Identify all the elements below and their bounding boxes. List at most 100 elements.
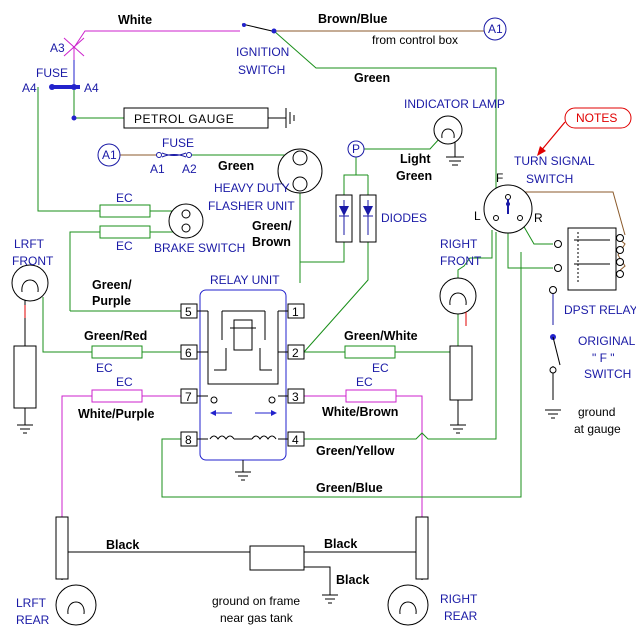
label-ground-frame: ground on frame	[212, 594, 300, 608]
terminal-1: 1	[292, 305, 299, 319]
wire-green-purple	[69, 231, 100, 311]
label-black-left: Black	[106, 538, 139, 552]
label-black-down: Black	[336, 573, 369, 587]
label-a3: A3	[50, 41, 65, 55]
brake-switch	[168, 203, 204, 239]
label-green-top: Green	[354, 71, 390, 85]
dpst-relay	[549, 227, 624, 294]
wire-green-ignition	[273, 30, 497, 190]
terminal-7: 7	[185, 390, 192, 404]
terminal-4: 4	[292, 433, 299, 447]
label-green-purple-1: Green/	[92, 278, 132, 292]
wire-green-blue	[161, 252, 522, 498]
label-lrft-front-2: FRONT	[12, 254, 54, 268]
terminal-6: 6	[185, 346, 192, 360]
wire-white	[74, 30, 240, 47]
heavy-duty-flasher	[277, 148, 323, 194]
label-black-right: Black	[324, 537, 357, 551]
label-f: F	[496, 171, 503, 185]
label-notes[interactable]: NOTES	[576, 111, 617, 125]
label-green-yellow: Green/Yellow	[316, 444, 395, 458]
label-r: R	[534, 211, 543, 225]
a1-connector-top	[483, 17, 507, 41]
label-petrol-gauge: PETROL GAUGE	[134, 112, 234, 126]
wire-p-diodes	[343, 157, 357, 195]
label-f-switch: SWITCH	[584, 367, 631, 381]
label-a4-left: A4	[22, 81, 37, 95]
left-rear-lamp	[55, 584, 97, 626]
label-a2-fuse: A2	[182, 162, 197, 176]
label-l: L	[474, 209, 481, 223]
label-fuse-top: FUSE	[36, 66, 68, 80]
label-green-purple-2: Purple	[92, 294, 131, 308]
label-ec-wp: EC	[116, 375, 133, 389]
label-green-brown-1: Green/	[252, 219, 292, 233]
right-rear-lamp	[387, 584, 429, 626]
label-heavy-duty: HEAVY DUTY	[214, 181, 290, 195]
ec-resistors-relay	[91, 345, 397, 403]
label-white-brown: White/Brown	[322, 405, 398, 419]
notes-arrow	[539, 121, 566, 153]
label-white-purple: White/Purple	[78, 407, 154, 421]
wire-indicator	[364, 137, 441, 150]
label-right-front-2: FRONT	[440, 254, 482, 268]
label-at-gauge: at gauge	[574, 422, 621, 436]
label-ec-wb: EC	[356, 375, 373, 389]
label-original: ORIGINAL	[578, 334, 636, 348]
label-lrft-front-1: LRFT	[14, 237, 45, 251]
label-green-flasher: Green	[218, 159, 254, 173]
diodes	[335, 194, 377, 243]
label-ec2: EC	[116, 239, 133, 253]
label-ignition: IGNITION	[236, 45, 289, 59]
label-turn-signal: TURN SIGNAL	[514, 154, 595, 168]
wire-ts-l	[457, 230, 493, 281]
ignition-switch	[241, 23, 277, 34]
label-right-rear-1: RIGHT	[440, 592, 478, 606]
label-a1-mid: A1	[102, 148, 117, 162]
fuse-top	[49, 37, 85, 121]
label-ec1: EC	[116, 191, 133, 205]
label-from-control-box: from control box	[372, 33, 458, 47]
fuse-mid	[156, 152, 192, 158]
terminal-2: 2	[292, 346, 299, 360]
terminal-3: 3	[292, 390, 299, 404]
label-a4-right: A4	[84, 81, 99, 95]
label-ground: ground	[578, 405, 615, 419]
label-dpst-relay: DPST RELAY	[564, 303, 636, 317]
label-right-rear-2: REAR	[444, 609, 478, 623]
label-f-quote: " F "	[592, 351, 615, 365]
label-indicator-lamp: INDICATOR LAMP	[404, 97, 505, 111]
label-flasher-unit: FLASHER UNIT	[208, 199, 295, 213]
label-light: Light	[400, 152, 431, 166]
wire-green-red	[42, 297, 92, 353]
label-fuse-mid: FUSE	[162, 136, 194, 150]
label-lrft-rear-2: REAR	[16, 613, 50, 627]
wire-diode-left	[300, 242, 345, 263]
label-brown-blue: Brown/Blue	[318, 12, 387, 26]
relay-unit	[180, 289, 305, 481]
label-light-green: Green	[396, 169, 432, 183]
label-relay-unit: RELAY UNIT	[210, 273, 280, 287]
label-a1-top: A1	[488, 22, 503, 36]
label-lrft-rear-1: LRFT	[16, 596, 47, 610]
wire-petrol	[73, 90, 124, 119]
a1-connector-mid	[97, 143, 121, 167]
ground-junction-rear	[249, 545, 338, 604]
label-ignition-switch: SWITCH	[238, 63, 285, 77]
wire-fuse-left	[37, 87, 100, 212]
label-turn-signal-switch: SWITCH	[526, 172, 573, 186]
original-f-switch	[545, 334, 561, 419]
label-a1-fuse: A1	[150, 162, 165, 176]
rear-lamp-fuses	[55, 516, 429, 580]
label-near-tank: near gas tank	[220, 611, 294, 625]
label-ec-gw: EC	[372, 361, 389, 375]
label-p: P	[352, 142, 360, 156]
ec-resistors-brake	[99, 204, 151, 239]
petrol-gauge	[123, 107, 295, 129]
label-green-red: Green/Red	[84, 329, 147, 343]
terminal-8: 8	[185, 433, 192, 447]
indicator-lamp	[433, 115, 464, 166]
label-green-blue: Green/Blue	[316, 481, 383, 495]
notes-badge[interactable]	[564, 107, 632, 129]
